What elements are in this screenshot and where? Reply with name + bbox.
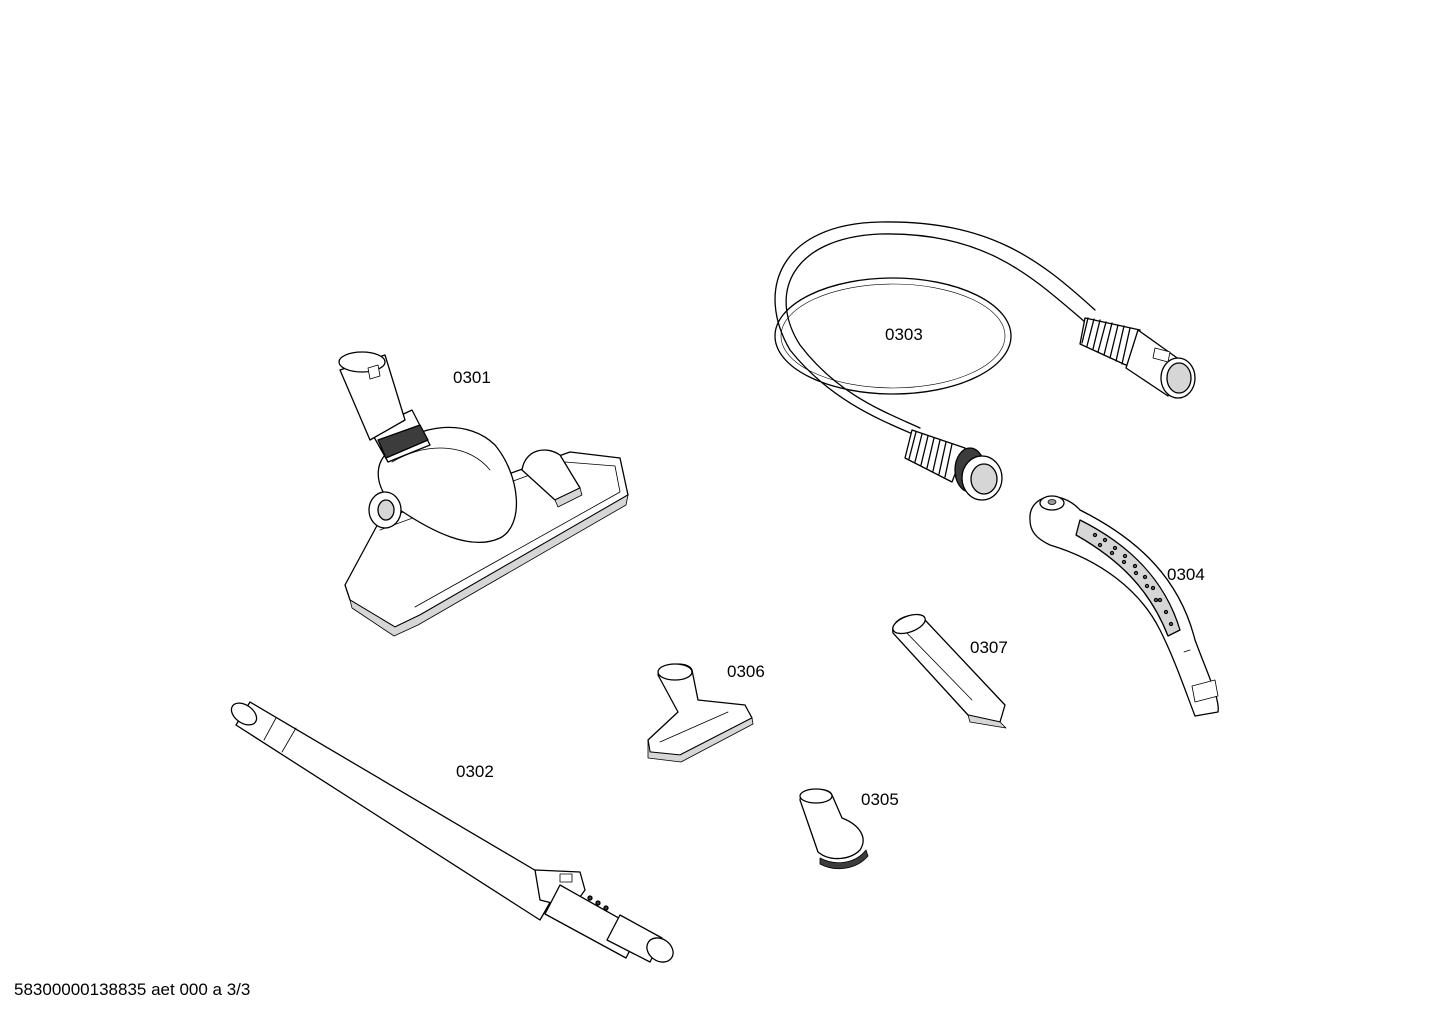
small-nozzle-drawing [799,788,869,870]
label-0302: 0302 [456,762,494,781]
hose-handle-drawing [1029,495,1219,717]
label-0306: 0306 [727,662,765,681]
upholstery-nozzle-drawing [647,663,754,763]
label-0301: 0301 [453,368,491,387]
suction-hose-drawing [774,221,1196,501]
label-0307: 0307 [970,638,1008,657]
document-footer: 58300000138835 aet 000 a 3/3 [14,980,251,999]
telescopic-tube-drawing [230,701,674,963]
floor-nozzle-drawing [338,351,629,637]
crevice-nozzle-drawing [892,613,1007,729]
label-0303: 0303 [885,325,923,344]
label-0304: 0304 [1167,565,1205,584]
label-0305: 0305 [861,790,899,809]
